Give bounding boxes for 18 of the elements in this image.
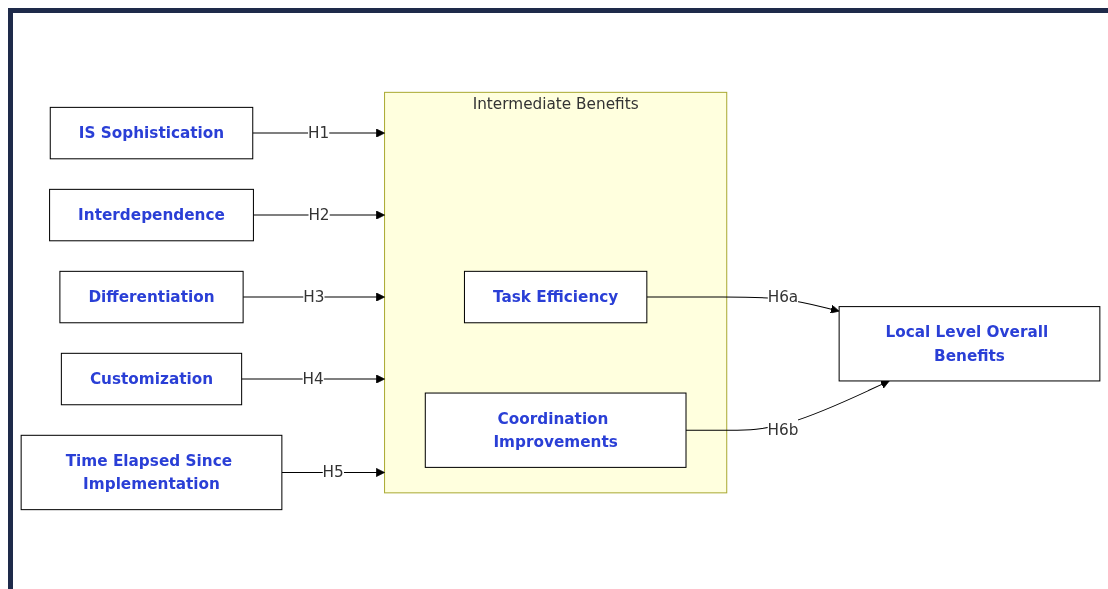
edge-label: H4 (302, 369, 324, 388)
edge-label: H6a (767, 287, 799, 306)
arrow (252, 128, 385, 138)
edge-label: H1 (308, 123, 330, 142)
edge-label: H5 (322, 463, 344, 482)
edge-label: H6b (767, 420, 799, 440)
edge-label: H2 (308, 205, 330, 224)
node-box: Local Level Overall Benefits (838, 306, 1101, 382)
node-box: Time Elapsed Since Implementation (20, 434, 283, 511)
node-box: Differentiation (59, 270, 244, 324)
arrow (241, 374, 385, 384)
node-box: Coordination Improvements (424, 392, 687, 468)
arrow (281, 468, 385, 477)
node-box: Customization (60, 352, 243, 406)
node-box: Task Efficiency (463, 270, 648, 324)
node-box: IS Sophistication (49, 106, 254, 160)
node-box: Interdependence (49, 188, 254, 242)
edge-label: H3 (303, 287, 325, 306)
